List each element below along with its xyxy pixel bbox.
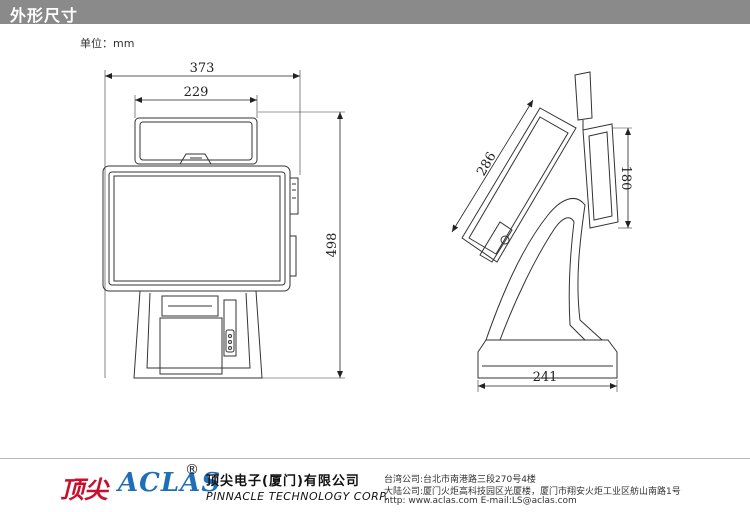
address-mainland: 大陆公司:厦门火炬高科技园区光厦楼，厦门市翔安火炬工业区舫山南路1号 <box>384 487 681 497</box>
technical-drawing: 373 229 498 286 180 241 <box>102 61 633 392</box>
dim-line-screen-side <box>451 99 534 233</box>
company-name-en: PINNACLE TECHNOLOGY CORP. <box>206 490 389 503</box>
brand-logo-cn: 顶尖 <box>60 475 108 504</box>
dim-front-height: 498 <box>325 233 340 258</box>
brand-logo-en: ACLAS <box>118 468 222 498</box>
side-view <box>461 71 619 379</box>
unit-label: 单位：mm <box>80 37 135 50</box>
page-header: 外形尺寸 <box>0 0 750 25</box>
contact-info: http: www.aclas.com E-mail:LS@aclas.com <box>384 496 577 506</box>
registered-mark-icon: ® <box>185 462 199 478</box>
dim-front-width: 373 <box>190 61 215 76</box>
dim-base-depth: 241 <box>533 370 558 385</box>
page-title: 外形尺寸 <box>10 6 79 25</box>
dim-customer-display-width: 229 <box>184 85 209 100</box>
dim-customer-display-side: 180 <box>618 166 633 191</box>
footer-divider <box>0 458 750 459</box>
dim-screen-side: 286 <box>474 150 499 179</box>
front-view <box>102 70 345 379</box>
company-name-cn: 顶尖电子(厦门)有限公司 <box>206 474 360 489</box>
address-taiwan: 台湾公司:台北市南港路三段270号4楼 <box>384 475 536 485</box>
